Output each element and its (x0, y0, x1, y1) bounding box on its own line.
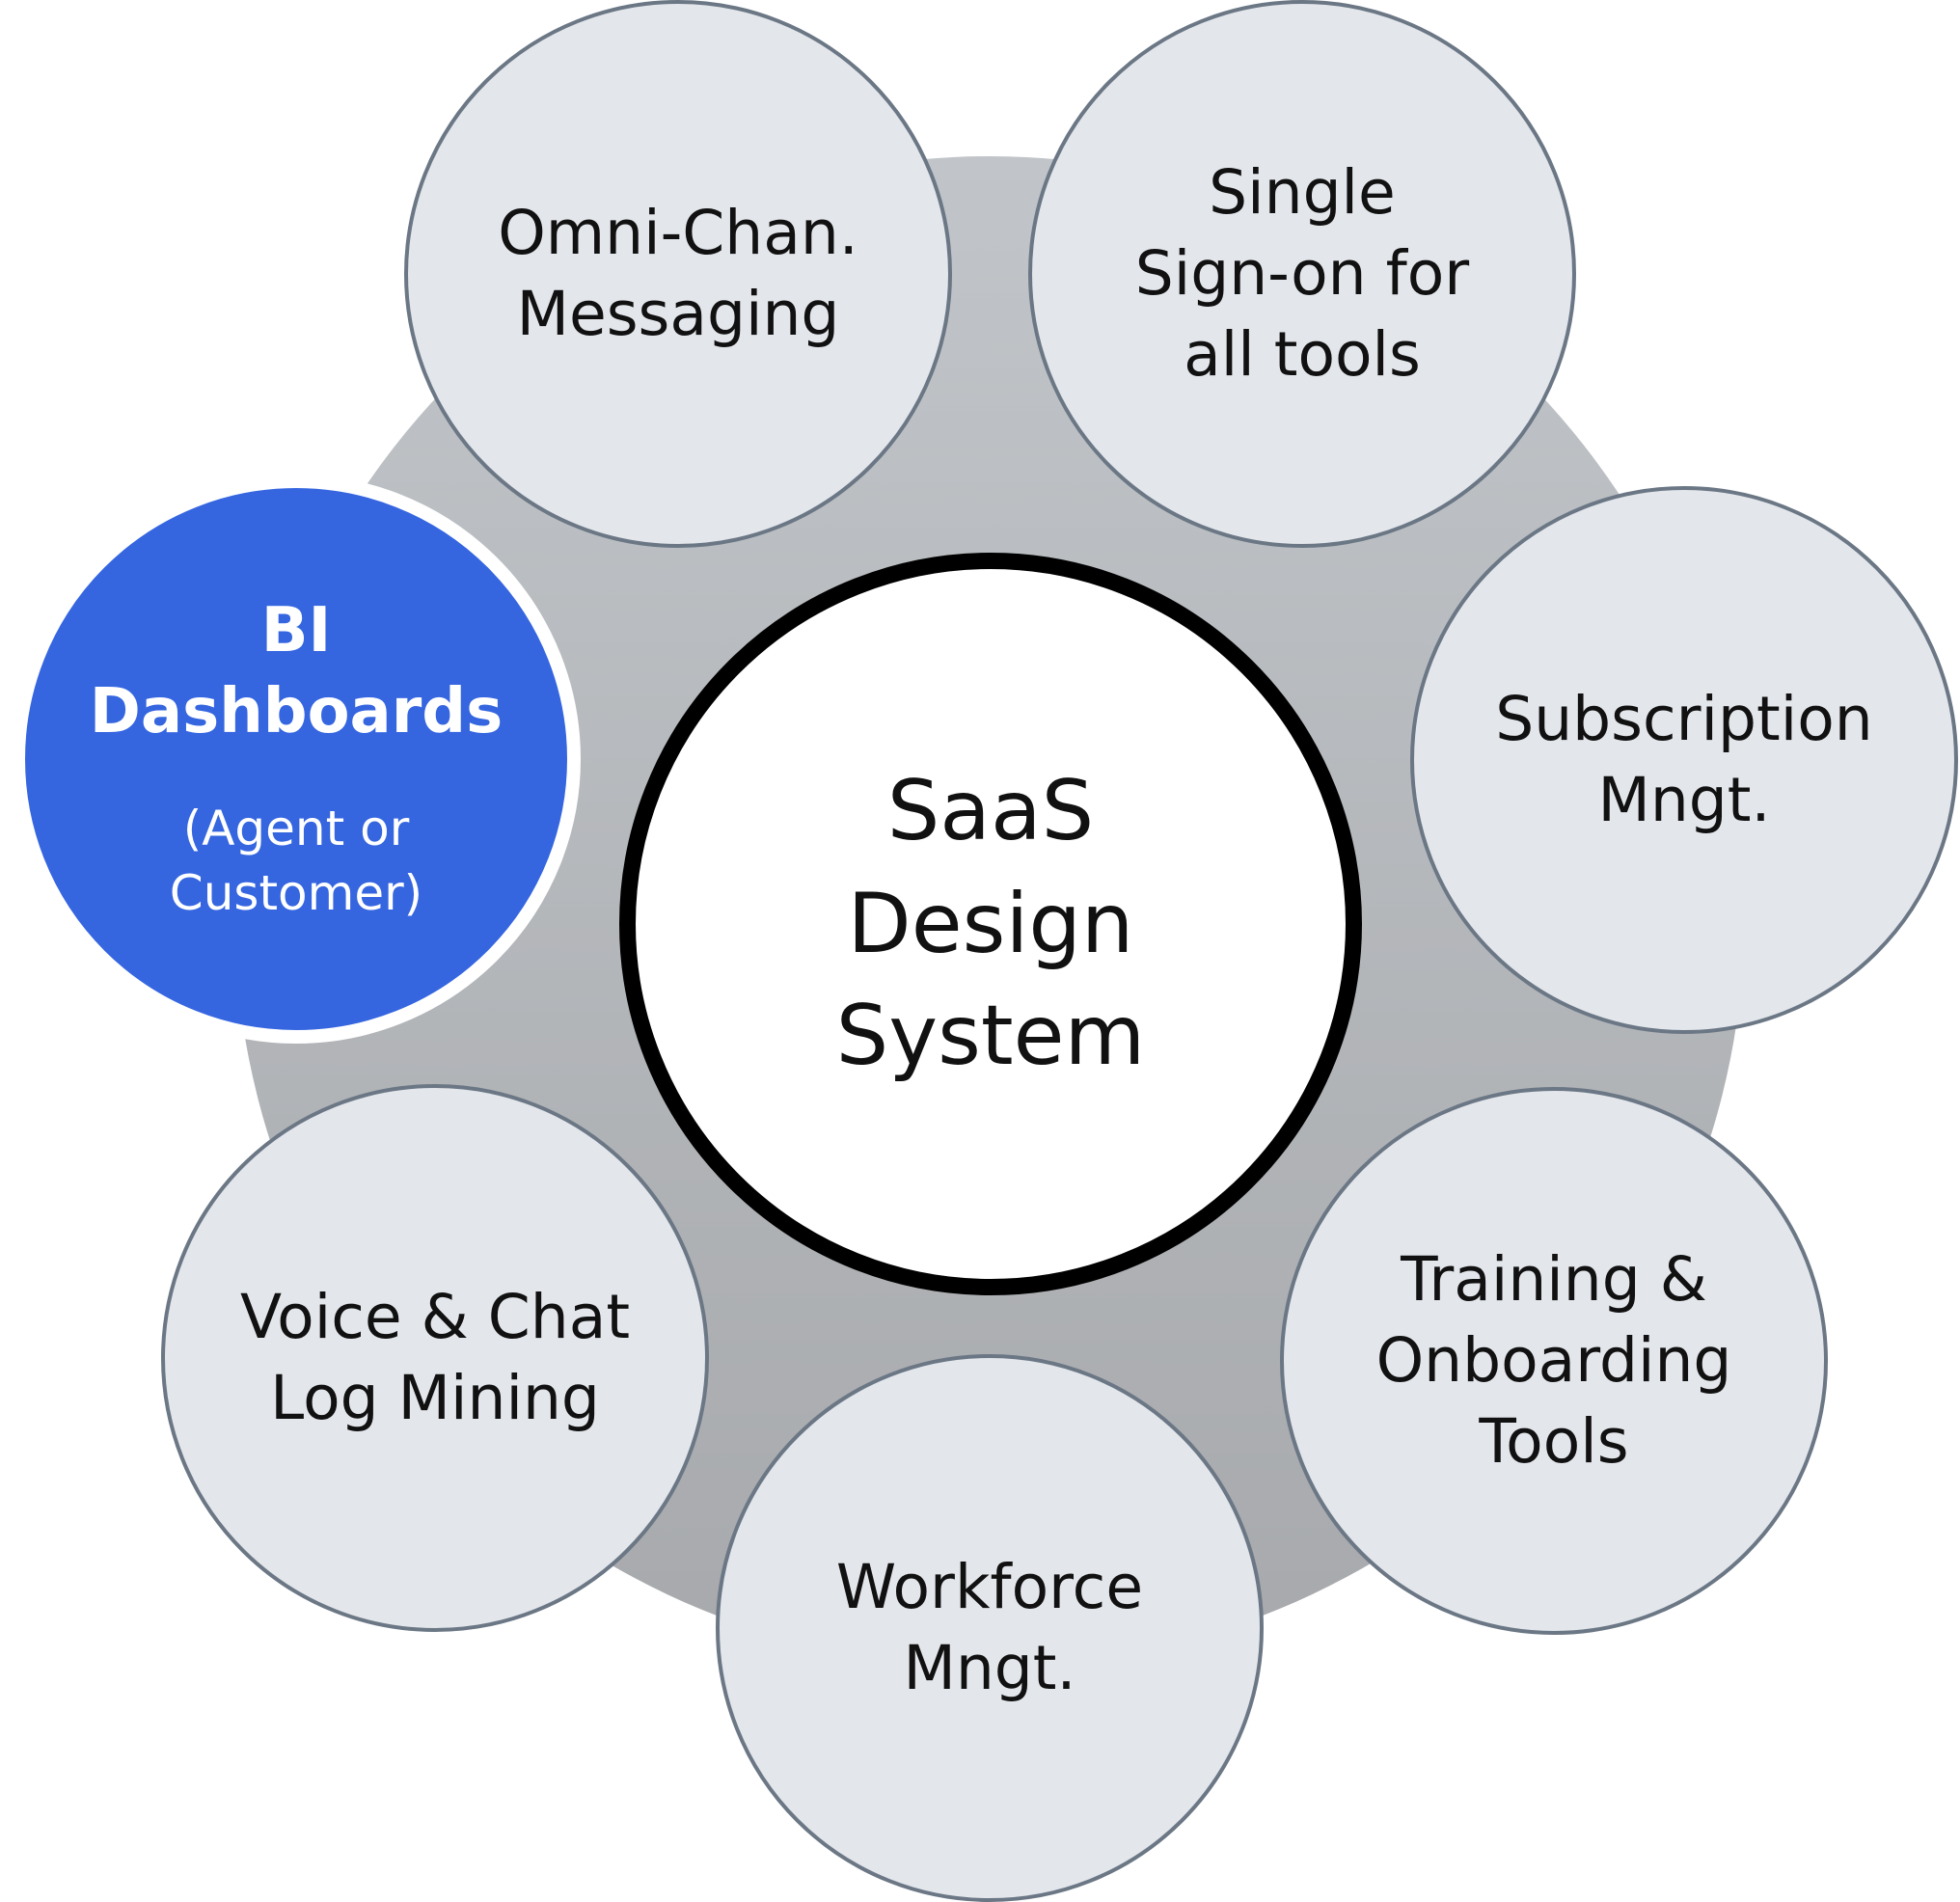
node-training-onboarding-tools: Training & Onboarding Tools (1280, 1087, 1828, 1635)
node-workforce-management: Workforce Mngt. (716, 1354, 1264, 1902)
node-label: Voice & Chat Log Mining (239, 1282, 631, 1433)
center-label: SaaS Design System (835, 762, 1146, 1085)
node-voice-chat-log-mining: Voice & Chat Log Mining (161, 1084, 709, 1632)
node-sublabel: (Agent or Customer) (169, 800, 423, 922)
node-label: Omni-Chan. Messaging (498, 198, 858, 349)
node-single-sign-on: Single Sign-on for all tools (1028, 0, 1576, 548)
node-label: Training & Onboarding Tools (1375, 1244, 1732, 1477)
center-node-saas-design-system: SaaS Design System (619, 553, 1362, 1295)
node-label: Subscription Mngt. (1495, 684, 1873, 835)
node-label: Single Sign-on for all tools (1134, 157, 1470, 390)
node-omni-channel-messaging: Omni-Chan. Messaging (404, 0, 952, 548)
node-label: Workforce Mngt. (835, 1552, 1144, 1703)
node-bi-dashboards: BI Dashboards (Agent or Customer) (12, 475, 581, 1044)
node-subscription-management: Subscription Mngt. (1410, 486, 1958, 1034)
node-label: BI Dashboards (89, 595, 504, 747)
